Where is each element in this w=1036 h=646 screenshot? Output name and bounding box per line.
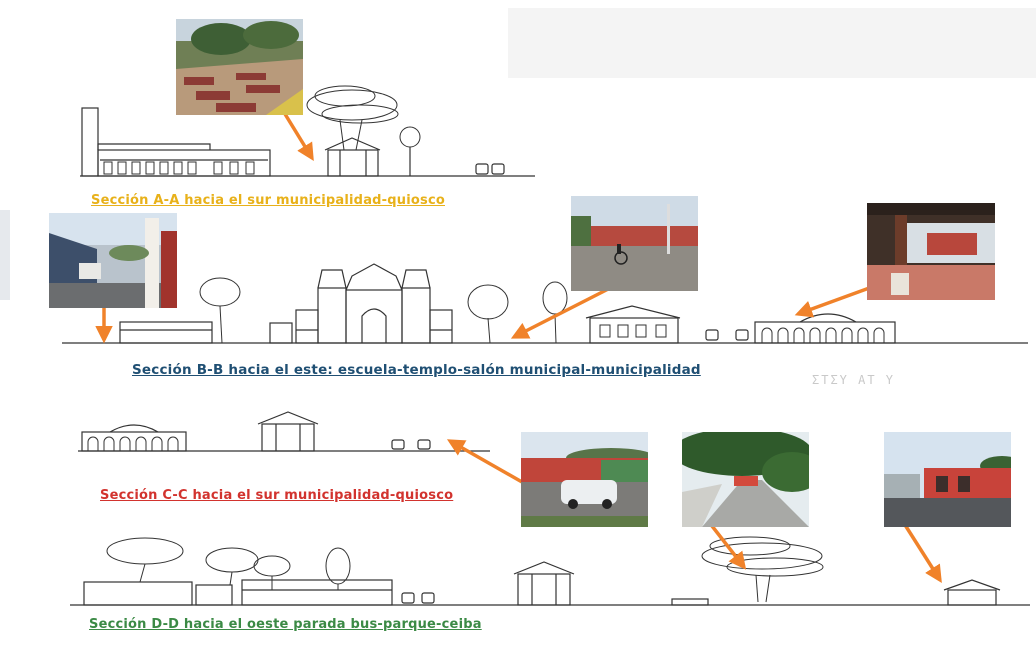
arrow-a1: [283, 113, 314, 161]
section-a-drawing: [80, 85, 535, 177]
faint-scan-text: ΣΤΣΥ ΑΤ Υ: [812, 373, 896, 387]
arrow-b3: [794, 285, 873, 318]
section-b-drawing: [62, 263, 1028, 344]
section-b-caption: Sección B-B hacia el este: escuela-templ…: [132, 362, 701, 378]
scan-shade-left: [0, 210, 10, 300]
photo-d-bus-stop: [884, 432, 1011, 527]
section-c-drawing: [78, 411, 490, 452]
scan-shade-top: [508, 8, 1036, 78]
photo-b-salon: [571, 196, 698, 291]
photo-b-arcade: [867, 203, 995, 300]
arrow-d2: [898, 516, 942, 583]
section-d-caption: Sección D-D hacia el oeste parada bus-pa…: [89, 617, 482, 632]
arrow-b2: [510, 281, 621, 339]
section-a-caption: Sección A-A hacia el sur municipalidad-q…: [91, 193, 445, 208]
section-d-drawing: [70, 536, 1030, 606]
photo-c-street-car: [521, 432, 648, 527]
section-c-caption: Sección C-C hacia el sur municipalidad-q…: [100, 488, 454, 503]
photo-b-school-street: [49, 213, 177, 308]
photo-a-plaza: [176, 19, 303, 115]
photo-d-ceiba-road: [682, 432, 809, 527]
